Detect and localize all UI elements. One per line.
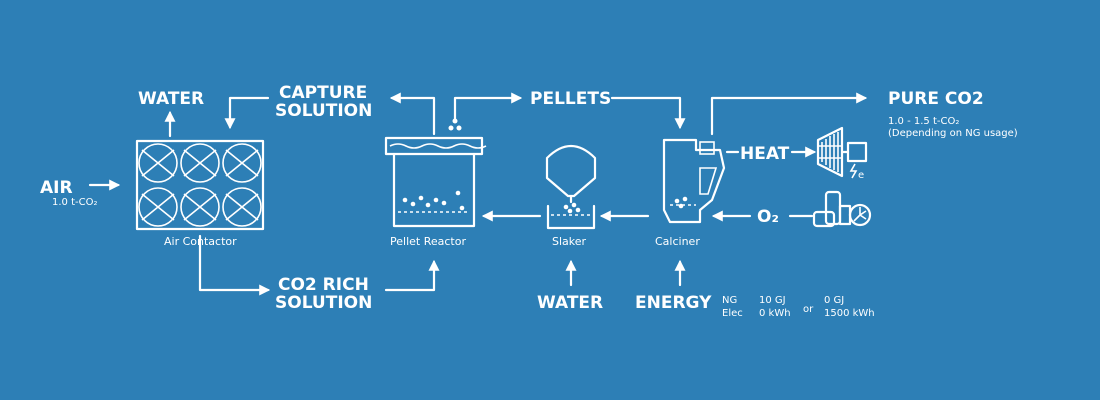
pure-co2-out-arrow <box>710 92 868 136</box>
pure-co2-sub-1: 1.0 - 1.5 t-CO₂ <box>888 116 959 127</box>
energy-row-elec: Elec <box>722 308 743 319</box>
pure-co2-sub-2: (Depending on NG usage) <box>888 128 1018 139</box>
calciner-label: Calciner <box>655 235 700 248</box>
reactor-to-capture-arrow <box>389 92 436 136</box>
capture-solution-label-1: CAPTURE <box>279 83 367 103</box>
energy-option-b-elec: 1500 kWh <box>824 308 875 319</box>
energy-option-b-ng: 0 GJ <box>824 295 844 306</box>
heat-label: HEAT <box>740 144 790 164</box>
water-top-label: WATER <box>138 89 204 109</box>
pellets-label: PELLETS <box>530 89 611 109</box>
calciner-icon <box>662 138 726 224</box>
co2-rich-to-reactor-arrow <box>384 259 440 292</box>
energy-or-label: or <box>803 304 814 315</box>
pellets-to-calciner-arrow <box>610 96 686 130</box>
energy-label: ENERGY <box>635 293 712 313</box>
air-contactor-icon <box>135 139 265 231</box>
reactor-to-pellets-arrow <box>453 92 523 122</box>
contactor-to-co2-rich-arrow <box>198 234 271 296</box>
capture-to-contactor-arrow <box>224 96 270 130</box>
energy-row-ng: NG <box>722 295 737 306</box>
capture-solution-label-2: SOLUTION <box>275 101 372 121</box>
energy-option-a-elec: 0 kWh <box>759 308 791 319</box>
slaker-label: Slaker <box>552 235 587 248</box>
turbine-icon <box>816 126 868 179</box>
air-sub-label: 1.0 t-CO₂ <box>52 197 97 208</box>
pellet-reactor-icon <box>384 118 487 228</box>
co2-rich-label-2: SOLUTION <box>275 293 372 313</box>
co2-rich-label-1: CO2 RICH <box>278 275 369 295</box>
water-bottom-label: WATER <box>537 293 603 313</box>
e-symbol-label: e <box>858 170 864 181</box>
pure-co2-label: PURE CO2 <box>888 89 984 109</box>
asu-icon <box>812 190 872 228</box>
air-label: AIR <box>40 178 73 198</box>
o2-label: O₂ <box>757 207 779 227</box>
pellet-reactor-label: Pellet Reactor <box>390 235 466 248</box>
slaker-icon <box>545 144 597 230</box>
energy-option-a-ng: 10 GJ <box>759 295 786 306</box>
